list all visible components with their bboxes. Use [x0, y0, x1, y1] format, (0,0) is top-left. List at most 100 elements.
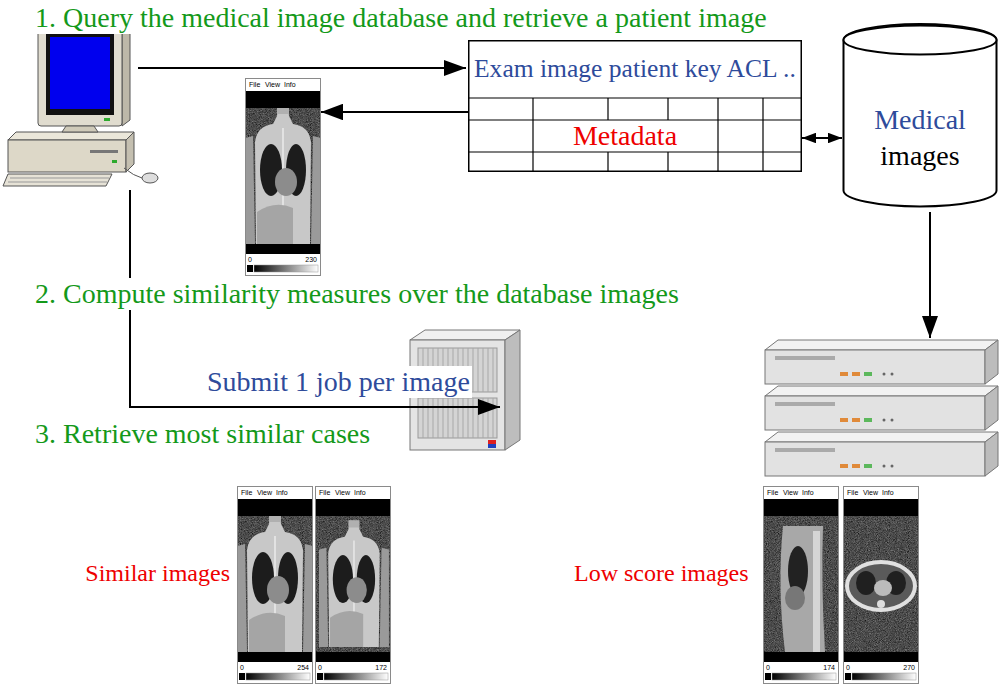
rack-servers [883, 419, 886, 422]
menu-item: View [783, 489, 798, 497]
database-name: Medical [874, 104, 966, 136]
image-viewer-window: FileViewInfo0254 [237, 486, 313, 684]
server-cabinet [488, 440, 496, 444]
image-viewer-window: FileViewInfo0172 [315, 486, 391, 684]
menu-item: View [257, 489, 272, 497]
table-rule [762, 98, 763, 120]
computer-illustration [8, 182, 107, 183]
connector-arrow [802, 137, 842, 139]
computer-illustration [8, 140, 126, 172]
rack-servers [852, 418, 860, 422]
rack-servers [985, 386, 998, 430]
step-heading: 1. Query the medical image database and … [33, 2, 769, 34]
menu-item: File [767, 489, 778, 497]
computer-illustration [3, 26, 158, 186]
mri-thumbnail [763, 486, 839, 684]
rack-servers [840, 464, 848, 468]
image-viewer-window: FileViewInfo0270 [843, 486, 919, 684]
mri-thumbnail [319, 520, 389, 647]
table-cell: Metadata [573, 120, 677, 152]
rack-servers [765, 442, 985, 476]
server-cabinet [488, 444, 496, 448]
menu-item: View [863, 489, 878, 497]
rack-servers [775, 448, 835, 452]
mri-thumbnail [245, 108, 321, 244]
server-cabinet [505, 330, 520, 450]
table-rule [762, 152, 763, 172]
computer-illustration [112, 160, 117, 163]
rack-servers [765, 432, 998, 476]
mri-thumbnail [847, 562, 915, 610]
scale-value: 172 [375, 664, 387, 672]
rack-servers [891, 419, 894, 422]
mri-thumbnail [315, 486, 391, 684]
server-cabinet [410, 330, 520, 340]
mri-thumbnail [780, 526, 825, 652]
mri-thumbnail [847, 562, 915, 610]
mri-thumbnail [847, 562, 915, 610]
rack-servers [765, 350, 985, 384]
scale-value: 0 [766, 664, 770, 672]
table-rule [717, 120, 718, 152]
menu-item: View [335, 489, 350, 497]
rack-servers [765, 386, 998, 430]
job-label: Submit 1 job per image [205, 366, 472, 398]
scale-value: 0 [240, 664, 244, 672]
mri-thumbnail [237, 516, 313, 652]
scale-value: 254 [297, 664, 309, 672]
mri-thumbnail [780, 526, 825, 652]
rack-servers [891, 465, 894, 468]
mri-thumbnail [763, 486, 839, 684]
menu-item: Info [276, 489, 288, 497]
rack-servers [864, 372, 872, 376]
flow-arrow [138, 67, 466, 69]
table-rule [532, 152, 533, 172]
menu-item: Info [354, 489, 366, 497]
rack-servers [765, 432, 998, 442]
menu-item: File [319, 489, 330, 497]
connector-arrow [321, 111, 468, 113]
step-heading: 3. Retrieve most similar cases [33, 418, 372, 450]
computer-illustration [62, 126, 98, 132]
mri-thumbnail [843, 486, 919, 684]
rack-servers [765, 340, 998, 384]
scale-value: 0 [846, 664, 850, 672]
table-rule [667, 98, 668, 120]
table-rule [717, 152, 718, 172]
menu-item: File [847, 489, 858, 497]
computer-illustration [46, 33, 114, 115]
mri-thumbnail [245, 108, 321, 244]
database-name: images [880, 140, 959, 172]
mri-thumbnail [319, 520, 389, 647]
mri-thumbnail [237, 516, 313, 652]
mri-thumbnail [319, 520, 389, 647]
scale-value: 174 [823, 664, 835, 672]
server-cabinet [423, 398, 493, 438]
rack-servers [765, 340, 998, 476]
rack-servers [891, 373, 894, 376]
table-rule [532, 98, 533, 120]
mri-thumbnail [843, 486, 919, 684]
mri-thumbnail [245, 106, 321, 244]
server-cabinet [418, 398, 497, 438]
computer-illustration [8, 132, 134, 140]
computer-illustration [50, 37, 110, 109]
rack-servers [883, 373, 886, 376]
menu-item: Info [284, 81, 296, 89]
rack-servers [864, 464, 872, 468]
table-rule [717, 98, 718, 120]
cylinder-top [844, 26, 997, 55]
step-heading: 2. Compute similarity measures over the … [33, 278, 681, 310]
computer-illustration [126, 132, 134, 172]
menu-item: File [249, 81, 260, 89]
rack-servers [985, 340, 998, 384]
rack-servers [775, 402, 835, 406]
computer-illustration [104, 118, 110, 121]
rack-servers [840, 418, 848, 422]
table-rule [607, 98, 608, 120]
rack-servers [775, 356, 835, 360]
rack-servers [985, 432, 998, 476]
table-header: Exam image patient key ACL .. [474, 54, 796, 83]
table-rule [762, 120, 763, 152]
